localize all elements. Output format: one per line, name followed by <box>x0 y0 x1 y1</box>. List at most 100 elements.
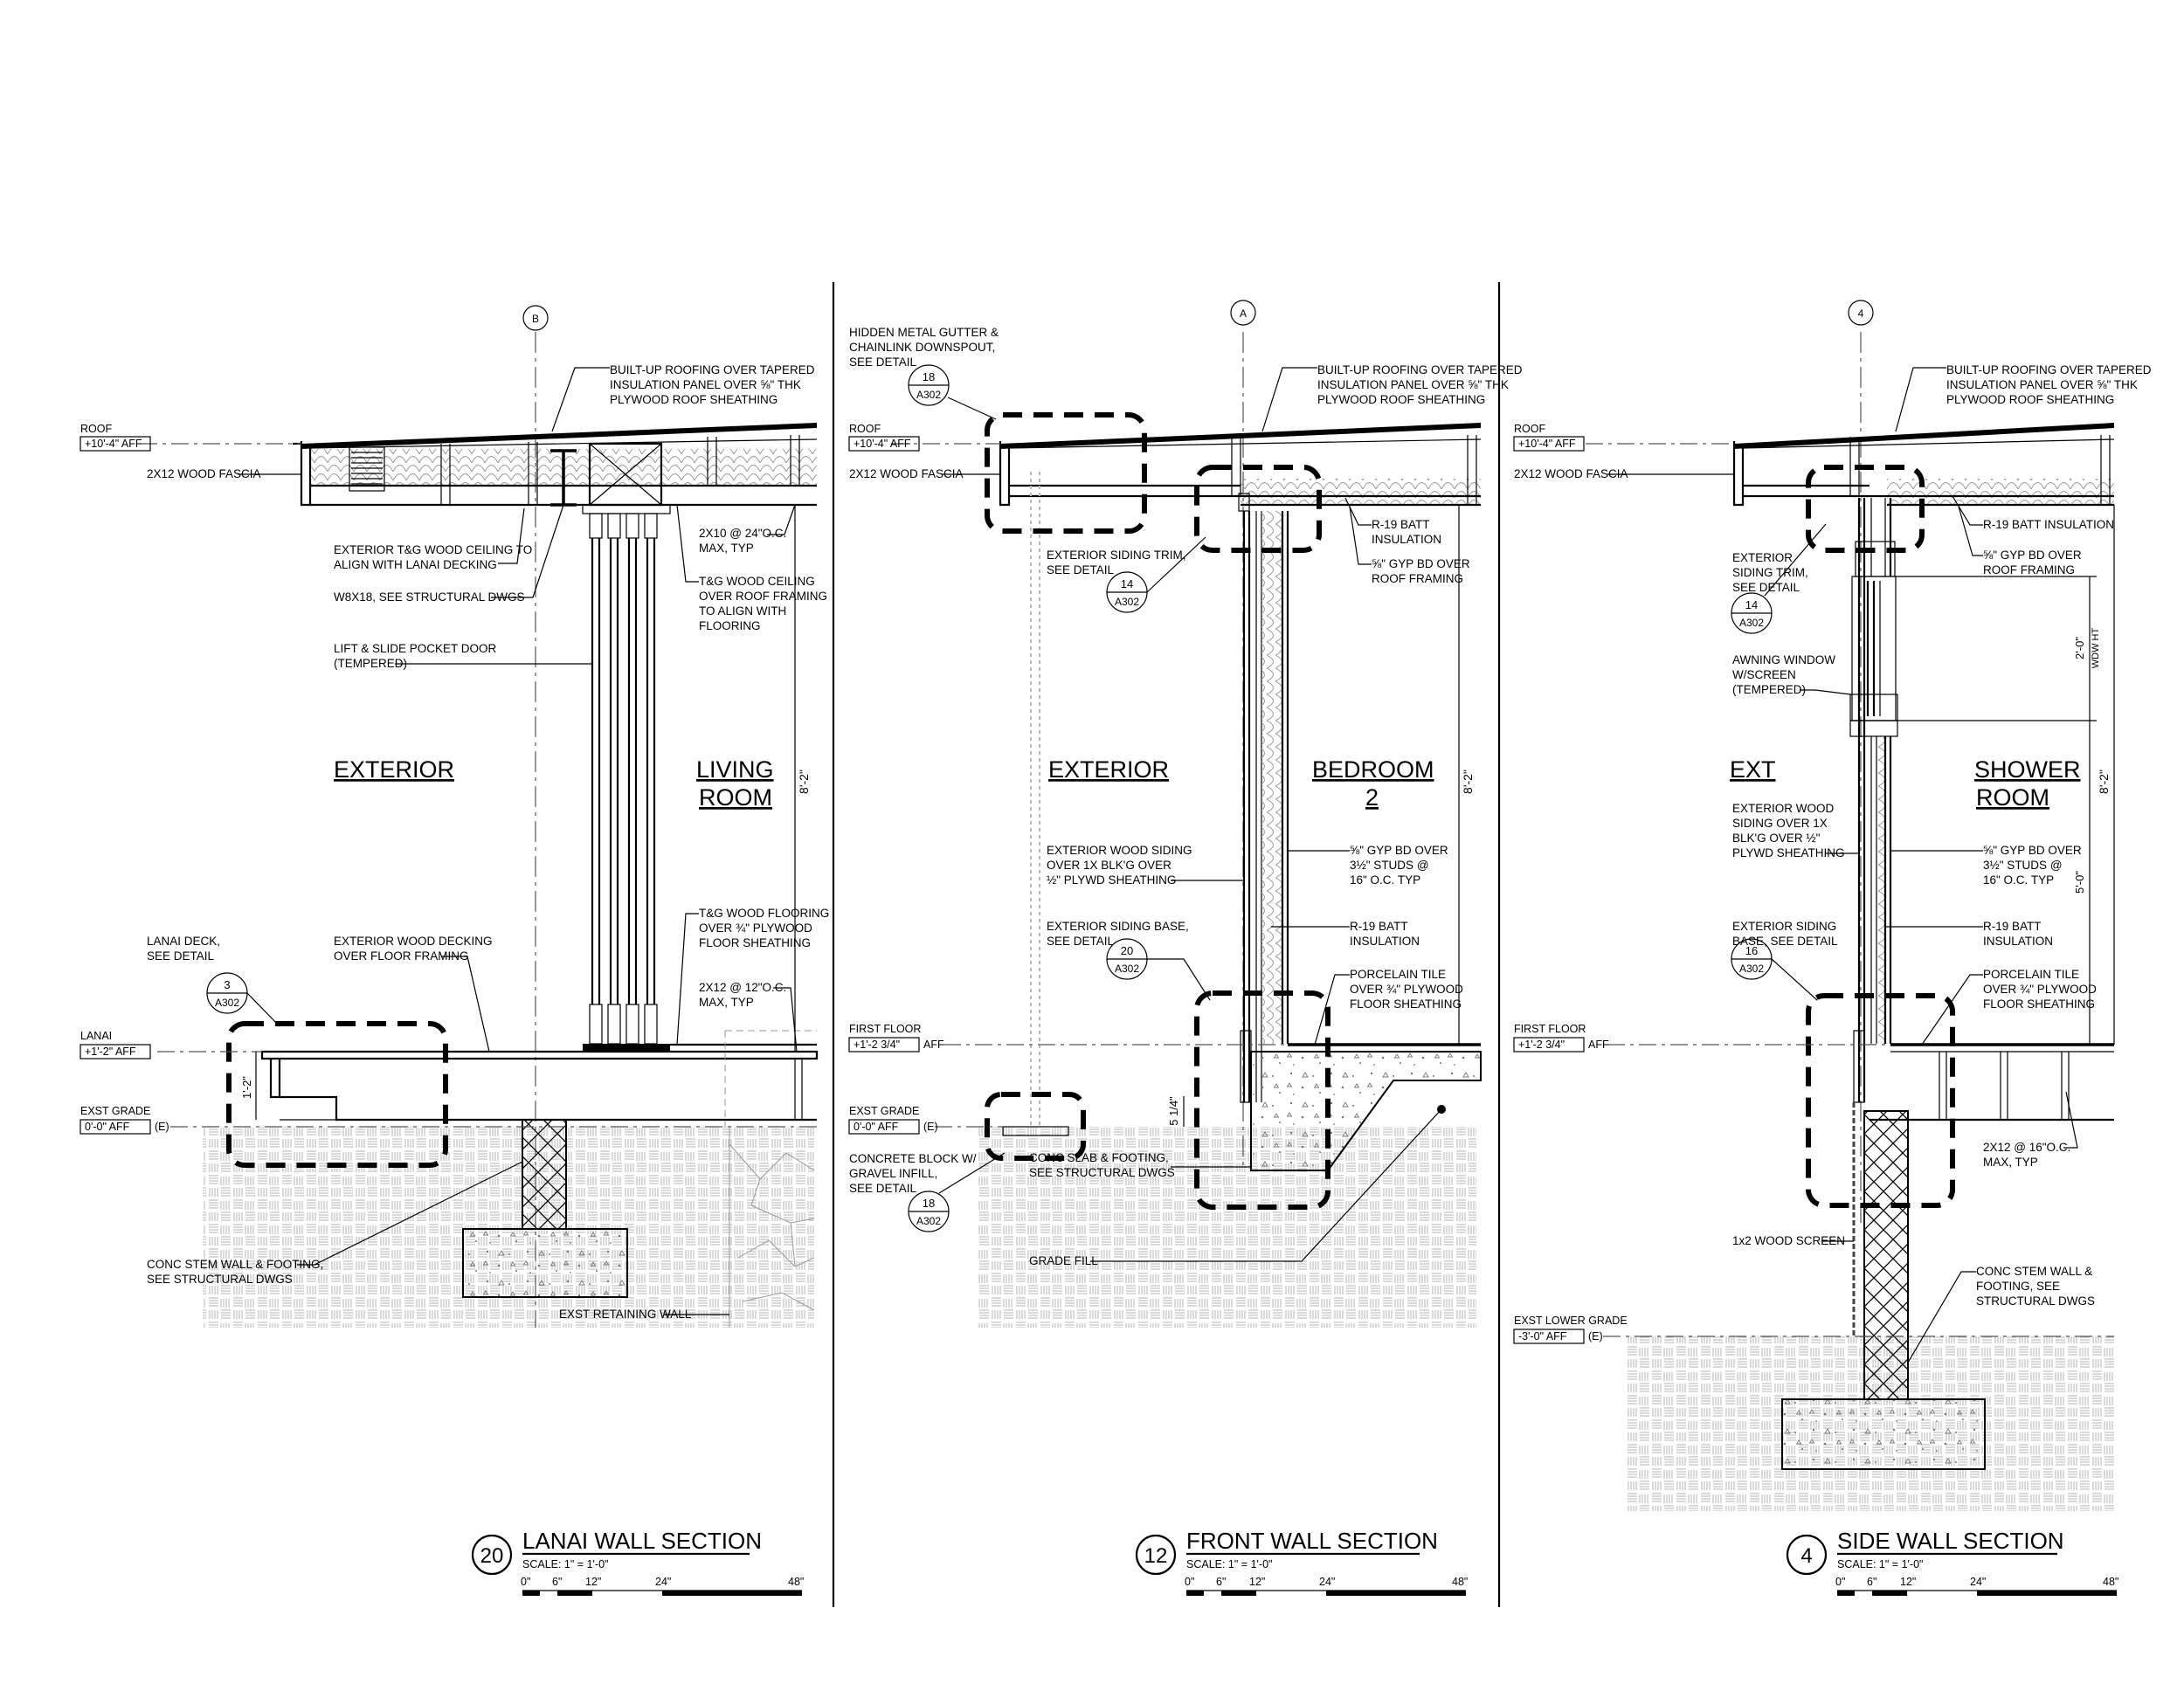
callout-sheet: A302 <box>1115 963 1139 975</box>
note-gutter-1: HIDDEN METAL GUTTER & <box>849 326 999 339</box>
note-batt-top-1: R-19 BATT <box>1372 518 1430 531</box>
side-wall-section: 4 <box>1513 300 2152 1596</box>
scale-0: 0" <box>521 1576 530 1588</box>
note-decking-1: EXTERIOR WOOD DECKING <box>334 935 493 948</box>
detail-boundary-base <box>1194 990 1330 1210</box>
title-scale: SCALE: 1" = 1'-0" <box>1186 1558 1272 1570</box>
note-tg-ceiling-2: OVER ROOF FRAMING <box>699 590 827 603</box>
note-stem-3: STRUCTURAL DWGS <box>1976 1294 2095 1308</box>
note-window-1: AWNING WINDOW <box>1732 653 1835 666</box>
note-rafters-1: 2X10 @ 24"O.C. <box>699 527 786 540</box>
callout-sheet: A302 <box>215 997 239 1009</box>
level-suffix-grade: (E) <box>155 1121 169 1133</box>
note-lanai-deck-2: SEE DETAIL <box>147 949 215 963</box>
note-beam: W8X18, SEE STRUCTURAL DWGS <box>334 590 525 604</box>
grid-bubble-label: 4 <box>1858 307 1864 320</box>
note-fascia: 2X12 WOOD FASCIA <box>147 467 261 480</box>
level-name-grade: EXST GRADE <box>849 1105 919 1117</box>
note-stem-2: SEE STRUCTURAL DWGS <box>147 1273 293 1286</box>
note-tile-3: FLOOR SHEATHING <box>1350 997 1462 1011</box>
grid-bubble-a <box>1230 300 1256 326</box>
scale-6: 6" <box>1867 1576 1876 1588</box>
note-gyp-roof-1: ⅝" GYP BD OVER <box>1372 557 1470 570</box>
note-siding-1: EXTERIOR WOOD SIDING <box>1047 844 1192 857</box>
scale-bar-side: 0" 6" 12" 24" 48" <box>1835 1576 2118 1596</box>
fascia <box>300 441 312 507</box>
front-exterior-wall <box>1238 493 1289 1103</box>
callout-number: 20 <box>1121 944 1133 957</box>
detail-callout-base: 20 A302 <box>1106 938 1211 1001</box>
note-batt-wall-2: INSULATION <box>1983 935 2053 948</box>
pocket-door-panels <box>591 538 656 1004</box>
note-grade-fill: GRADE FILL <box>1029 1254 1098 1267</box>
note-gyp-wall-2: 3½" STUDS @ <box>1983 859 2063 872</box>
grid-bubble-b <box>522 305 549 331</box>
detail-boundary-base <box>1806 993 1955 1208</box>
note-window-2: W/SCREEN <box>1732 668 1796 681</box>
title-lanai: 20 LANAI WALL SECTION SCALE: 1" = 1'-0" <box>471 1528 762 1576</box>
note-tile-1: PORCELAIN TILE <box>1350 968 1446 981</box>
note-trim-1: EXTERIOR <box>1732 551 1793 564</box>
grid-bubble-label: A <box>1240 307 1247 320</box>
title-name: SIDE WALL SECTION <box>1837 1528 2064 1554</box>
level-name-lanai: LANAI <box>80 1030 112 1042</box>
callout-sheet: A302 <box>1739 617 1764 629</box>
note-block-1: CONCRETE BLOCK W/ <box>849 1152 977 1165</box>
callout-number: 14 <box>1745 598 1758 611</box>
detail-callout-block: 18 A302 <box>908 1152 1006 1232</box>
detail-callout-trim: 14 A302 <box>1731 523 1827 634</box>
title-scale: SCALE: 1" = 1'-0" <box>1837 1558 1923 1570</box>
level-name-lower-grade: EXST LOWER GRADE <box>1514 1315 1628 1327</box>
level-name-roof: ROOF <box>80 423 112 435</box>
note-batt-top-2: INSULATION <box>1372 533 1441 546</box>
stem-wall <box>522 1119 567 1230</box>
note-flooring-3: FLOOR SHEATHING <box>699 936 811 949</box>
note-roofing-3: PLYWOOD ROOF SHEATHING <box>1946 393 2114 406</box>
note-roofing-1: BUILT-UP ROOFING OVER TAPERED <box>610 363 815 376</box>
note-trim-2: SEE DETAIL <box>1047 563 1115 576</box>
level-value-grade: 0'-0" AFF <box>85 1121 130 1133</box>
note-batt-top: R-19 BATT INSULATION <box>1983 518 2114 531</box>
level-name-roof: ROOF <box>1514 423 1545 435</box>
callout-sheet: A302 <box>916 1215 941 1227</box>
dimension-text-window: 2'-0" <box>2073 637 2086 659</box>
level-value-roof: +10'-4" AFF <box>1518 438 1576 450</box>
note-roofing-2: INSULATION PANEL OVER ⅝" THK <box>1946 378 2138 391</box>
scale-12: 12" <box>585 1576 601 1588</box>
callout-number: 16 <box>1745 944 1758 957</box>
note-roofing-3: PLYWOOD ROOF SHEATHING <box>610 393 778 406</box>
note-batt-wall-2: INSULATION <box>1350 935 1420 948</box>
dimension-text-height: 8'-2" <box>2097 770 2111 794</box>
concrete-slab-footing <box>1250 1051 1482 1171</box>
note-siding-2: OVER 1X BLK'G OVER <box>1047 859 1171 872</box>
level-suffix-grade: (E) <box>923 1121 938 1133</box>
level-name-first-floor: FIRST FLOOR <box>1514 1023 1586 1035</box>
note-gutter-2: CHAINLINK DOWNSPOUT, <box>849 341 995 354</box>
detail-boundary-gutter <box>985 412 1147 534</box>
title-scale: SCALE: 1" = 1'-0" <box>522 1558 608 1570</box>
note-siding-base-1: EXTERIOR SIDING BASE, <box>1047 920 1189 933</box>
note-retaining: EXST RETAINING WALL <box>559 1308 692 1321</box>
detail-boundary-lanai-deck <box>226 1021 448 1168</box>
scale-48: 48" <box>2103 1576 2118 1588</box>
room-label-bedroom: BEDROOM <box>1312 756 1434 783</box>
note-tg-ceiling-3: TO ALIGN WITH <box>699 604 786 618</box>
room-label-living: LIVING <box>696 756 774 783</box>
note-siding-3: BLK'G OVER ½" <box>1732 832 1821 845</box>
note-rafters-2: MAX, TYP <box>699 542 754 555</box>
scale-24: 24" <box>1319 1576 1335 1588</box>
level-name-grade: EXST GRADE <box>80 1105 150 1117</box>
title-name: FRONT WALL SECTION <box>1186 1528 1438 1554</box>
note-tile-1: PORCELAIN TILE <box>1983 968 2079 981</box>
note-gyp-wall-3: 16" O.C. TYP <box>1983 873 2054 887</box>
grid-bubble-label: B <box>532 313 539 325</box>
note-stem-1: CONC STEM WALL & <box>1976 1265 2092 1278</box>
level-value-first-floor: +1'-2 3/4" <box>1518 1039 1565 1051</box>
title-number: 20 <box>480 1544 504 1568</box>
note-gyp-roof-1: ⅝" GYP BD OVER <box>1983 549 2082 562</box>
note-trim-2: SIDING TRIM, <box>1732 566 1808 579</box>
lanai-wall-section: B <box>79 305 829 1596</box>
scale-0: 0" <box>1185 1576 1194 1588</box>
